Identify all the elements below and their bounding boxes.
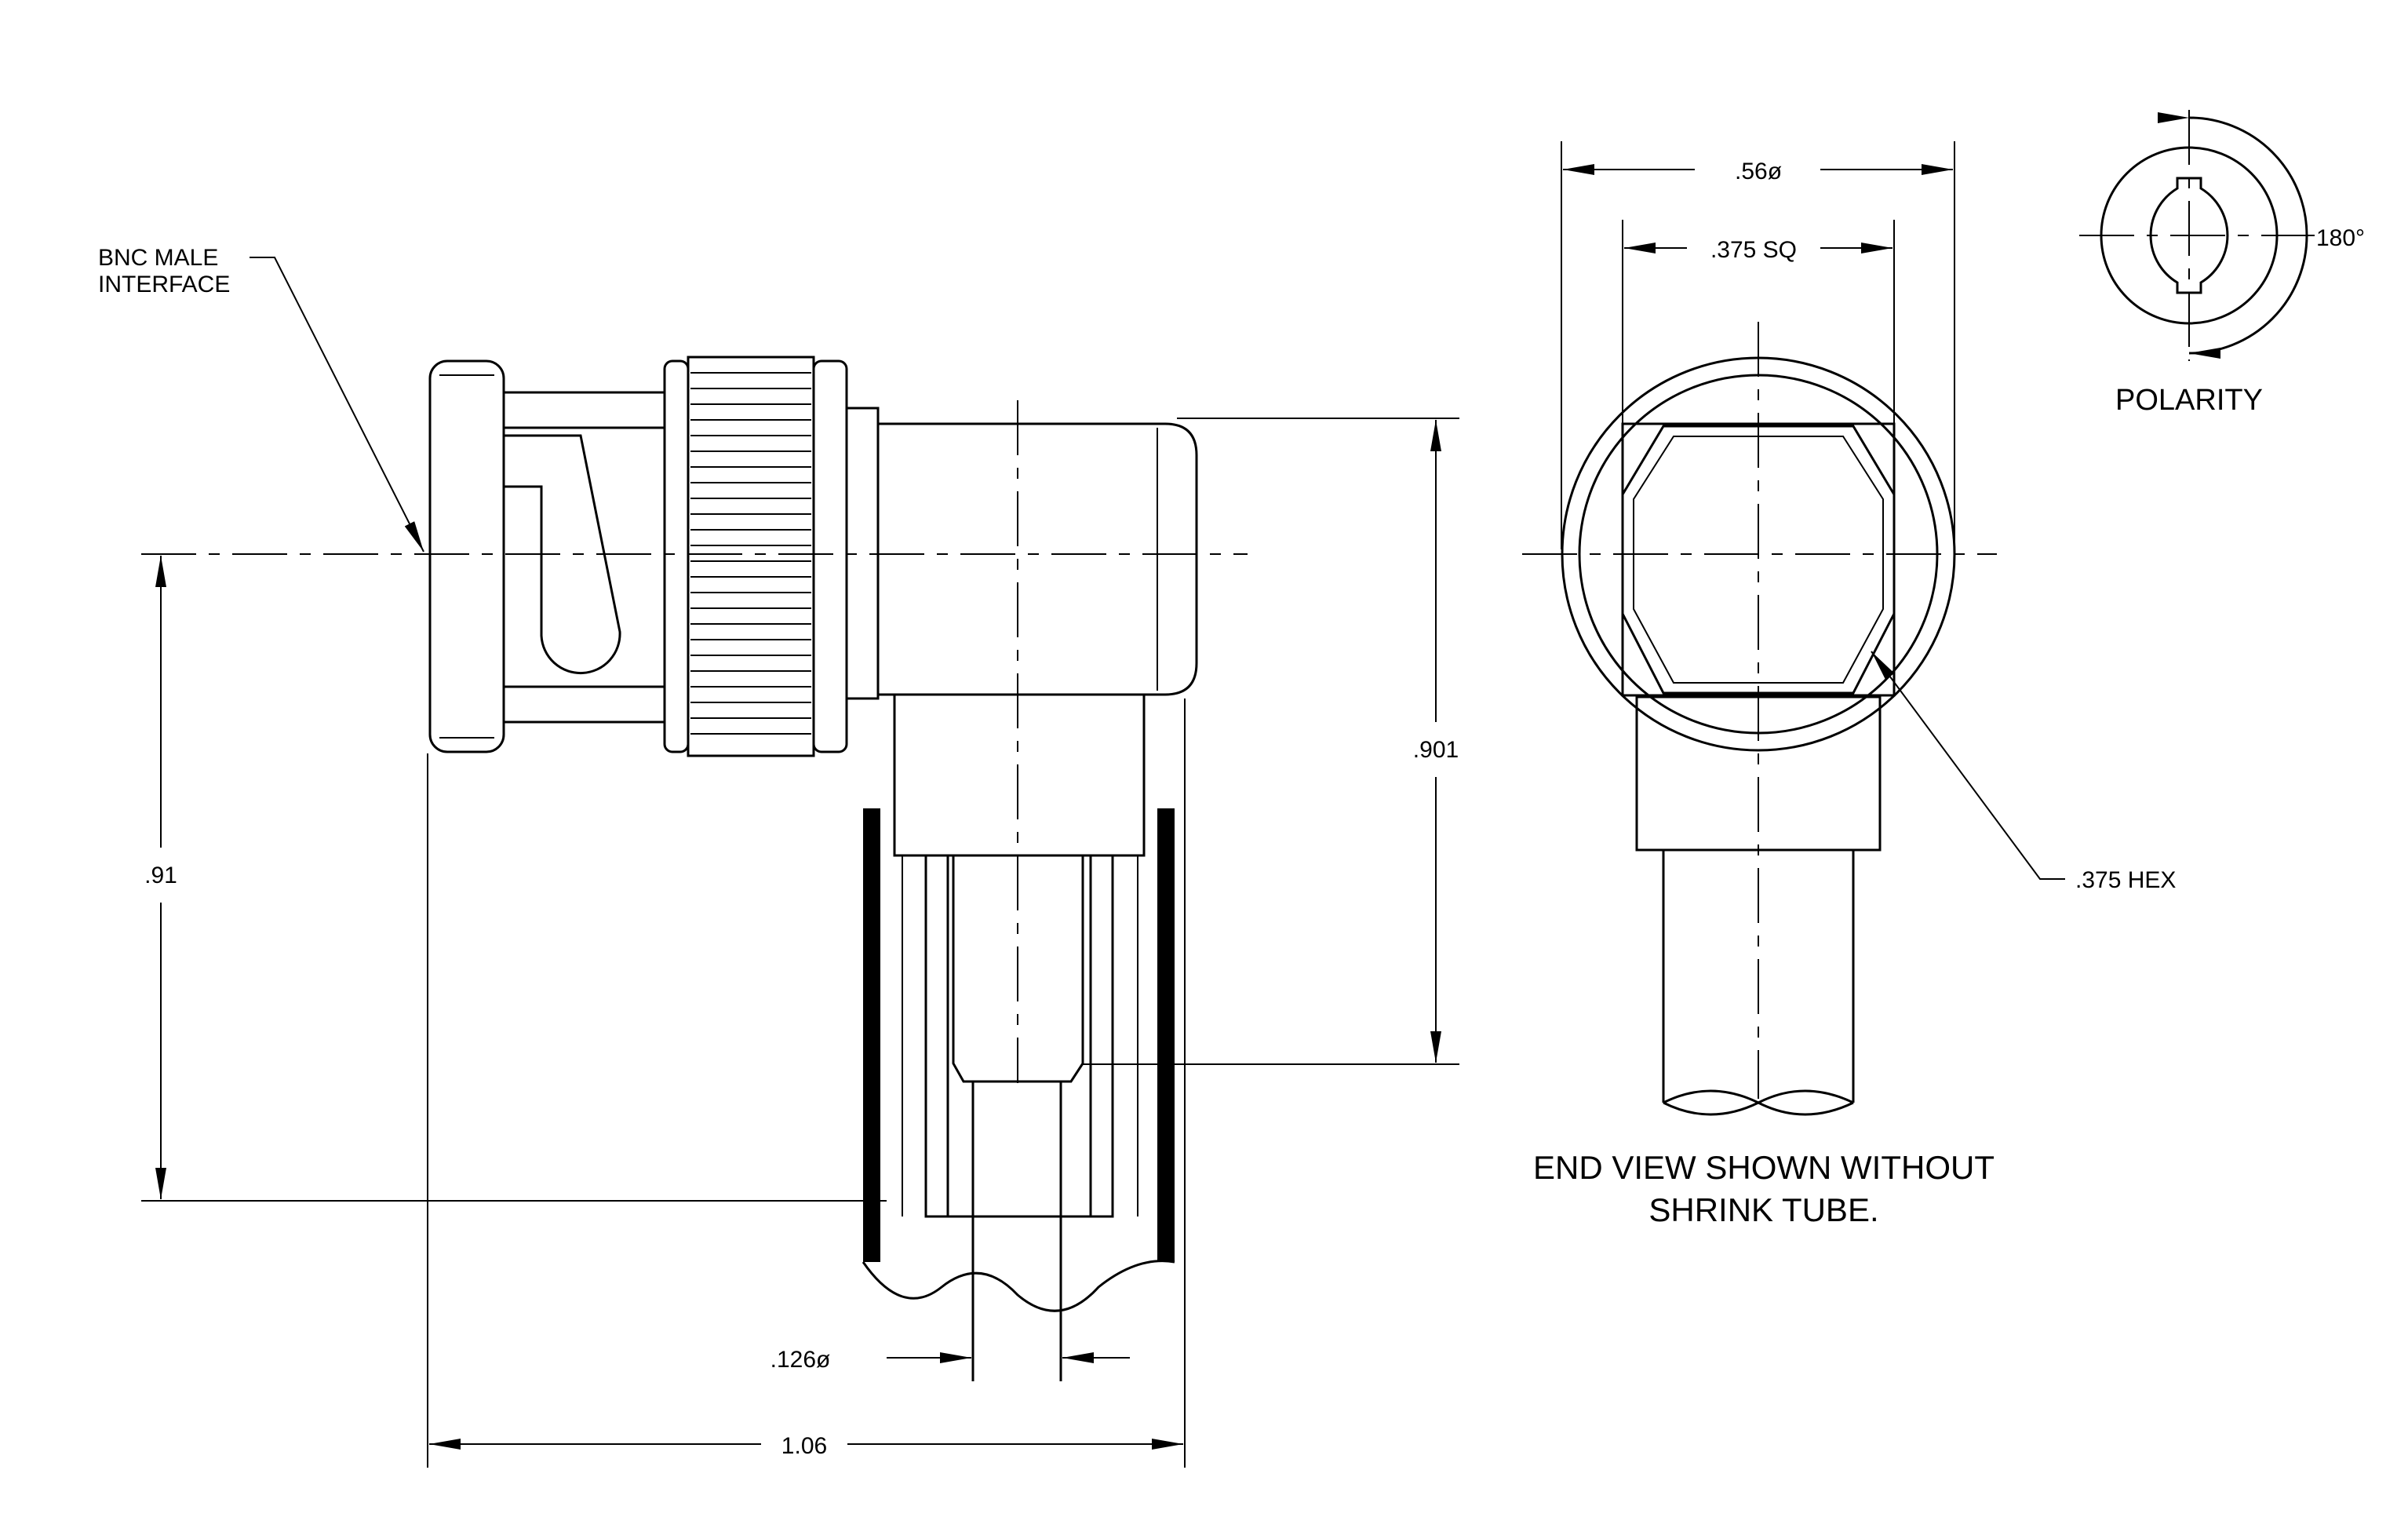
- right-angle-body: [876, 422, 1198, 857]
- bayonet-body: [502, 391, 666, 724]
- note-line1: END VIEW SHOWN WITHOUT: [1533, 1149, 1995, 1186]
- dim-106-label: 1.06: [781, 1433, 827, 1459]
- dimensions: [141, 141, 2065, 1468]
- crimp-section: [862, 808, 1175, 1381]
- dim-0126-label: .126ø: [770, 1347, 831, 1373]
- dim-0375sq-label: .375 SQ: [1710, 237, 1797, 263]
- rotation-arc: [2157, 111, 2308, 359]
- side-view: [141, 356, 1248, 1381]
- angle-180-label: 180°: [2316, 225, 2365, 251]
- note-line2: SHRINK TUBE.: [1648, 1191, 1878, 1228]
- hex-body: [1621, 425, 1896, 695]
- dim-091-label: .91: [144, 863, 177, 888]
- dim-0901-label: .901: [1413, 737, 1459, 763]
- polarity-view: [2079, 110, 2315, 361]
- knurled-coupling-nut: [663, 356, 848, 757]
- end-view: [1522, 322, 1997, 1116]
- polarity-label: POLARITY: [2115, 384, 2263, 417]
- end-collar: [1635, 695, 1882, 852]
- bnc-interface-label-line1: BNC MALE: [98, 245, 218, 271]
- bnc-interface-label-line2: INTERFACE: [98, 272, 230, 297]
- dim-0375hex-label: .375 HEX: [2075, 867, 2176, 893]
- text-labels: BNC MALE INTERFACE .56ø .375 SQ .901 .91…: [98, 159, 2365, 1459]
- bayonet-flange: [428, 359, 505, 753]
- dim-056-label: .56ø: [1735, 159, 1782, 184]
- end-cable: [1662, 850, 1855, 1116]
